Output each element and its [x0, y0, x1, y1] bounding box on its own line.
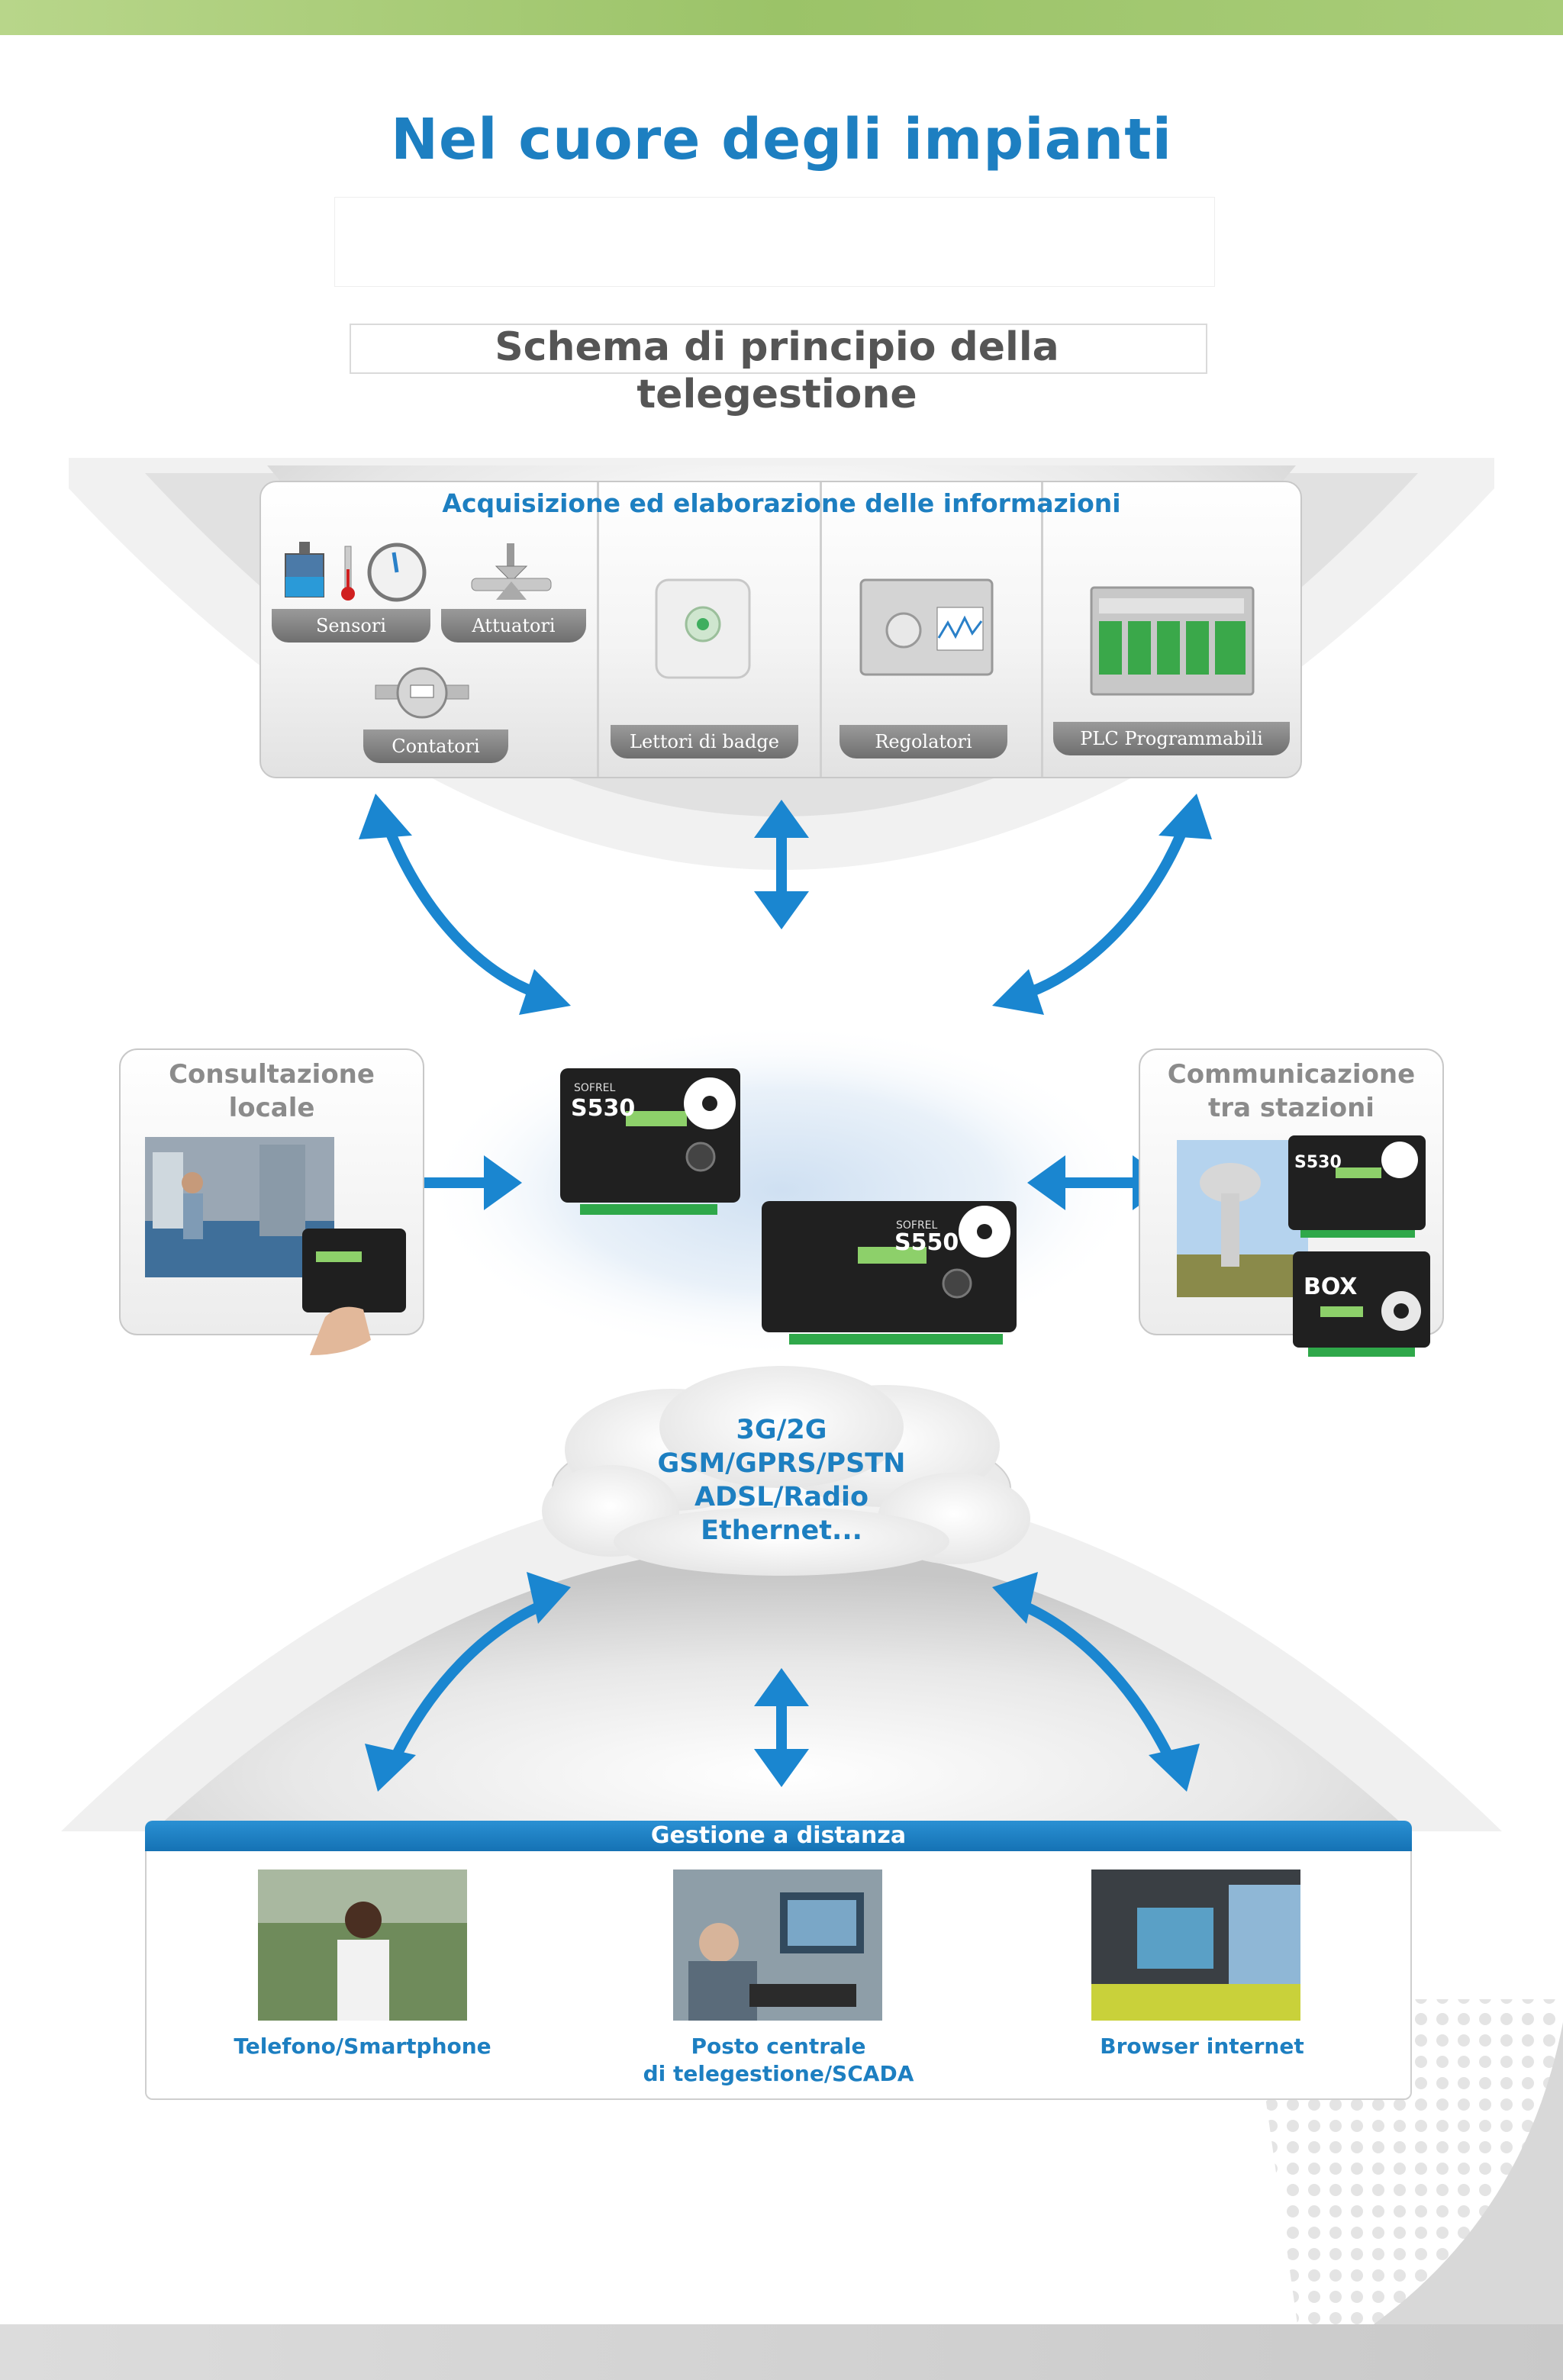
pill-attuatori: Attuatori — [441, 609, 586, 643]
remote-label-phone: Telefono/Smartphone — [234, 2034, 491, 2059]
remote-label-scada-2: di telegestione/SCADA — [643, 2061, 914, 2086]
pill-plc: PLC Programmabili — [1053, 722, 1290, 755]
device-s530: SOFREL S530 — [560, 1068, 740, 1215]
stations-title-2: tra stazioni — [1208, 1093, 1374, 1123]
water-tower-photo — [1177, 1140, 1308, 1297]
stations-title-1: Communicazione — [1167, 1059, 1416, 1090]
scada-photo — [673, 1870, 882, 2021]
remote-label-browser: Browser internet — [1100, 2034, 1304, 2059]
device-brand-b: SOFREL — [896, 1219, 938, 1232]
bottom-right-swoosh — [1374, 2022, 1563, 2324]
sensor-icon — [285, 542, 427, 602]
remote-management-title: Gestione a distanza — [145, 1821, 1412, 1851]
network-line-3: ADSL/Radio — [694, 1482, 869, 1512]
pill-contatori: Contatori — [363, 729, 508, 763]
local-consultation-title-2: locale — [228, 1093, 315, 1123]
network-line-1: 3G/2G — [736, 1415, 827, 1445]
regulator-icon — [859, 578, 994, 676]
subtitle-frame — [350, 324, 1207, 374]
device-model-box: BOX — [1304, 1274, 1357, 1300]
meter-icon — [375, 667, 469, 719]
hand-device-icon — [302, 1229, 406, 1355]
network-line-4: Ethernet... — [701, 1515, 862, 1546]
network-line-2: GSM/GPRS/PSTN — [657, 1448, 906, 1479]
device-s530-small: S530 — [1288, 1135, 1426, 1238]
panel-divider — [1041, 482, 1043, 777]
acquisition-title: Acquisizione ed elaborazione delle infor… — [442, 488, 1121, 518]
browser-user-photo — [1091, 1870, 1300, 2021]
actuator-icon — [471, 543, 552, 600]
device-s550: SOFREL S550 — [762, 1201, 1017, 1345]
device-model-a: S530 — [571, 1095, 635, 1122]
panel-divider — [597, 482, 599, 777]
smartphone-user-photo — [258, 1870, 467, 2021]
remote-label-scada-1: Posto centrale — [691, 2034, 866, 2059]
panel-divider — [820, 482, 822, 777]
title-frame — [334, 197, 1215, 287]
pill-regolatori: Regolatori — [840, 725, 1007, 758]
badge-reader-icon — [655, 578, 751, 679]
device-model-small: S530 — [1294, 1153, 1342, 1172]
pill-sensori: Sensori — [272, 609, 430, 643]
local-consultation-title-1: Consultazione — [169, 1059, 375, 1090]
bottom-gray-bar — [0, 2324, 1563, 2380]
device-box: BOX — [1293, 1251, 1430, 1357]
plc-icon — [1090, 586, 1255, 696]
arrows — [359, 794, 1212, 1792]
device-model-b: S550 — [894, 1229, 959, 1256]
page-title: Nel cuore degli impianti — [391, 107, 1172, 172]
device-brand-a: SOFREL — [574, 1082, 616, 1094]
pill-lettori-badge: Lettori di badge — [611, 725, 798, 758]
network-cloud — [542, 1366, 1030, 1576]
page-subtitle: Schema di principio della telegestione — [495, 324, 1059, 417]
top-green-bar — [0, 0, 1563, 35]
